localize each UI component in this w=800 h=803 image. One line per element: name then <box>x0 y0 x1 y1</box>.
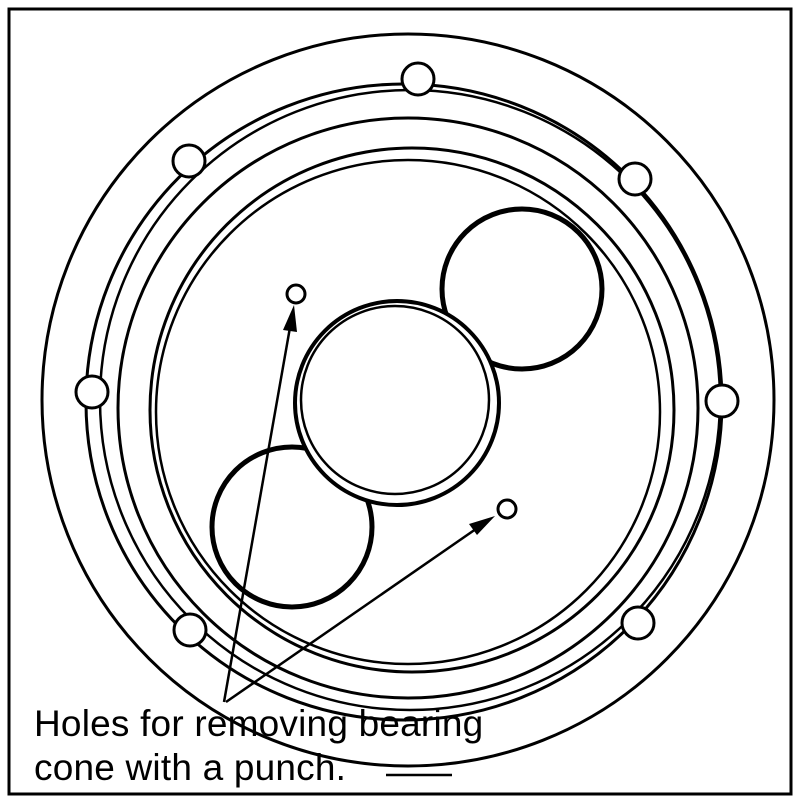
bolt-hole-lower-left <box>172 612 208 648</box>
bearing-bore-lower-left <box>209 444 375 610</box>
bolt-hole-right <box>704 383 740 419</box>
bolt-hole-left <box>74 374 110 410</box>
figure-border <box>7 7 793 796</box>
leader-arrows <box>222 315 487 777</box>
punch-hole-upper <box>285 283 307 305</box>
arrowhead-upper <box>283 305 297 332</box>
seal-ring-inner <box>154 158 662 666</box>
arrowheads <box>283 305 495 535</box>
punch-hole-lower <box>496 498 518 520</box>
bolt-hole-lower-right <box>620 605 656 641</box>
bearing-cone-inner <box>299 304 491 496</box>
leader-line-upper <box>222 315 294 703</box>
leader-line-lower <box>225 520 487 704</box>
seal-ring-middle <box>148 146 676 674</box>
caption-line-1: Holes for removing bearing <box>34 703 484 744</box>
diagram-caption: Holes for removing bearing cone with a p… <box>34 702 483 790</box>
bearing-cone-outer <box>293 299 501 507</box>
bolt-hole-upper-left <box>171 143 207 179</box>
seal-ring-outer <box>116 116 700 700</box>
caption-line-2: cone with a punch. <box>34 747 347 788</box>
outer-flange-ring <box>40 32 776 768</box>
bolt-holes <box>74 61 740 648</box>
arrowhead-lower <box>469 516 495 535</box>
bolt-hole-upper-right <box>617 161 653 197</box>
bolt-hole-top <box>400 61 436 97</box>
bearing-bore-upper-right <box>439 206 605 372</box>
